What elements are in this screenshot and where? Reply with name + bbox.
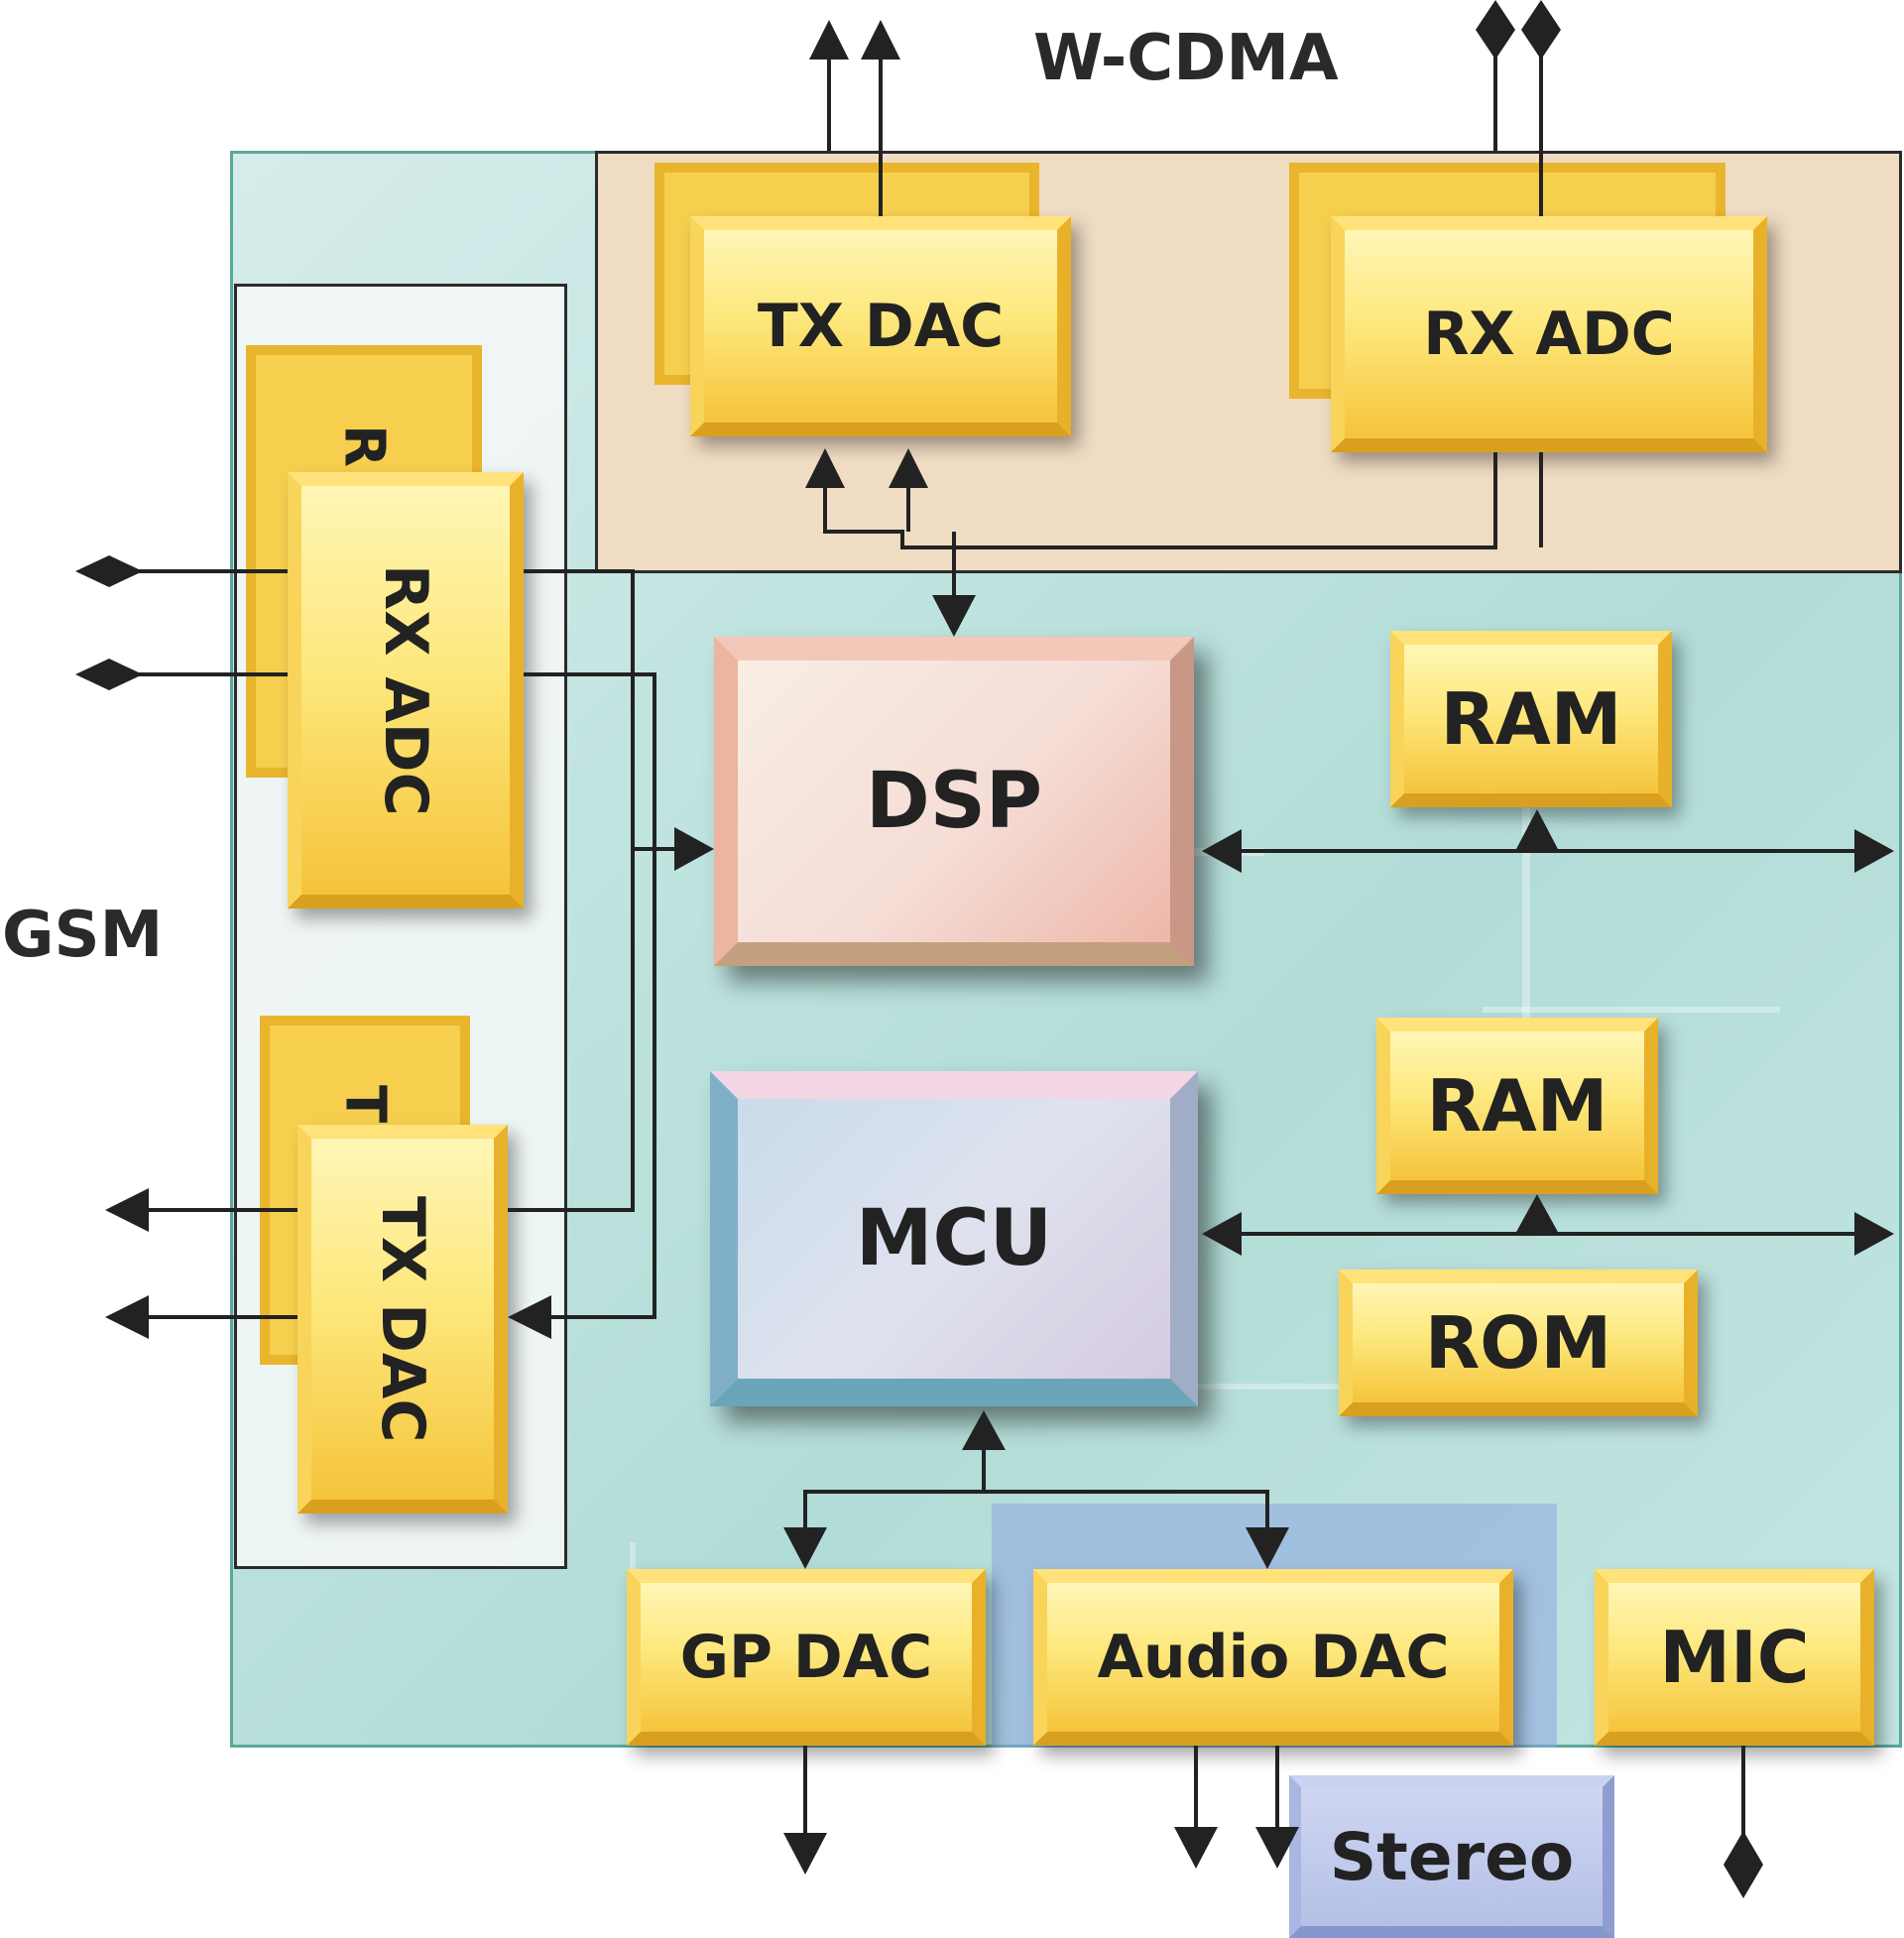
arrow-up-icon xyxy=(861,20,900,60)
arrow-heads xyxy=(75,0,1894,1898)
ram-block-bottom: RAM xyxy=(1376,1018,1658,1194)
gsm-rx-adc-back-label: R xyxy=(331,424,397,468)
arrow-left-icon xyxy=(1202,829,1242,873)
arrow-down-icon xyxy=(783,1833,827,1875)
diamond-icon xyxy=(1521,0,1561,60)
arrow-down-icon xyxy=(1174,1827,1218,1869)
diamond-icon xyxy=(1476,0,1515,60)
dsp-to-gsm-tx-wire-1 xyxy=(508,849,635,1212)
wcdma-label: W-CDMA xyxy=(1033,22,1339,95)
mic-block: MIC xyxy=(1595,1569,1874,1746)
arrow-left-icon xyxy=(105,1295,149,1339)
gsm-rx-to-dsp-wire-1 xyxy=(524,569,674,851)
arrow-down-icon xyxy=(932,595,976,637)
diamond-icon xyxy=(75,659,143,690)
arrow-up-icon xyxy=(962,1410,1006,1450)
ram-bottom-label: RAM xyxy=(1426,1064,1608,1148)
gsm-tx-dac-label: TX DAC xyxy=(368,1195,437,1443)
wcdma-tx-dac-label: TX DAC xyxy=(757,292,1005,361)
gp-dac-block: GP DAC xyxy=(627,1569,986,1746)
ram-block-top: RAM xyxy=(1390,631,1672,807)
gsm-tx-dac: TX DAC xyxy=(298,1125,508,1514)
ram-top-label: RAM xyxy=(1440,677,1622,761)
arrow-up-icon xyxy=(805,448,845,488)
diamond-icon xyxy=(75,555,143,587)
mcu-block: MCU xyxy=(710,1071,1198,1406)
circuit-trace xyxy=(1007,1384,1562,1390)
mcu-label: MCU xyxy=(855,1194,1053,1283)
dsp-label: DSP xyxy=(865,757,1043,846)
gsm-rx-to-dsp-wire-2 xyxy=(524,672,656,849)
diamond-icon xyxy=(1724,1831,1763,1898)
stereo-label: Stereo xyxy=(1329,1818,1575,1895)
arrow-down-icon xyxy=(1255,1827,1299,1869)
dsp-block: DSP xyxy=(714,637,1194,966)
gsm-rx-adc-label: RX ADC xyxy=(371,564,440,816)
arrow-up-icon xyxy=(889,448,928,488)
arrow-up-icon xyxy=(1515,809,1559,851)
arrow-right-icon xyxy=(1854,1212,1894,1256)
arrow-up-icon xyxy=(1515,1194,1559,1234)
arrow-right-icon xyxy=(674,827,714,871)
circuit-trace xyxy=(1522,709,1530,1146)
wcdma-bus-wire xyxy=(823,452,1497,549)
arrow-up-icon xyxy=(809,20,849,60)
wcdma-rx-adc: RX ADC xyxy=(1331,216,1767,452)
gsm-label: GSM xyxy=(2,899,164,972)
rom-block: ROM xyxy=(1339,1270,1698,1416)
gsm-rx-adc: RX ADC xyxy=(288,472,524,908)
rom-label: ROM xyxy=(1424,1301,1612,1385)
wcdma-tx-dac: TX DAC xyxy=(690,216,1071,436)
arrow-left-icon xyxy=(1202,1212,1242,1256)
circuit-trace xyxy=(1483,1007,1780,1013)
arrow-down-icon xyxy=(1246,1527,1289,1569)
stereo-block: Stereo xyxy=(1289,1775,1614,1938)
wcdma-rx-adc-label: RX ADC xyxy=(1423,300,1675,369)
audio-dac-block: Audio DAC xyxy=(1033,1569,1513,1746)
dsp-to-gsm-tx-wire-2 xyxy=(551,849,656,1319)
gsm-tx-dac-back-label: T xyxy=(332,1085,398,1124)
arrow-right-icon xyxy=(1854,829,1894,873)
mic-label: MIC xyxy=(1659,1616,1810,1699)
arrow-left-icon xyxy=(105,1188,149,1232)
mcu-peripheral-bus xyxy=(803,1490,1269,1527)
gp-dac-label: GP DAC xyxy=(679,1623,933,1692)
arrow-down-icon xyxy=(783,1527,827,1569)
wire-lines xyxy=(109,40,1854,1845)
arrow-left-icon xyxy=(508,1295,551,1339)
audio-dac-label: Audio DAC xyxy=(1097,1623,1450,1692)
